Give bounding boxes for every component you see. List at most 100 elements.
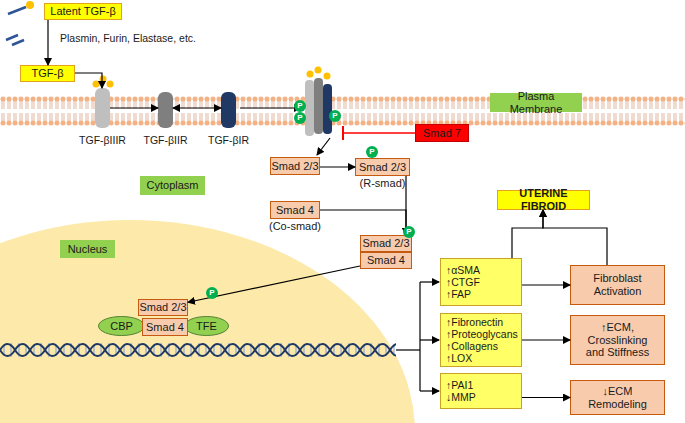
- node-text: UTERINE FIBROID: [498, 187, 589, 212]
- activation-arrow: [240, 107, 301, 108]
- node-text: Smad 4: [276, 204, 314, 217]
- region-label: Cytoplasm: [140, 176, 205, 195]
- gene-box: ↑PAI1↓MMP: [440, 373, 522, 409]
- connector-arrow: [75, 73, 102, 88]
- node-text: TFE: [196, 320, 217, 333]
- ligand-dot: [324, 73, 331, 80]
- node-text: ↑CTGF: [446, 276, 480, 288]
- node-text: Smad 7: [423, 127, 461, 140]
- ligand-dot: [315, 67, 322, 74]
- phosphate-label: P: [294, 100, 306, 112]
- phosphate-label: P: [329, 110, 341, 122]
- protein-box: Smad 4(Co-smad): [270, 201, 320, 219]
- node-text: ↑LOX: [446, 352, 472, 364]
- dna-helix: [0, 340, 396, 360]
- outcome-box: ↓ECM Remodeling: [570, 380, 665, 415]
- connector-arrow: [522, 284, 570, 285]
- phosphate-label: P: [294, 112, 306, 124]
- protein-box: Smad 2/3: [270, 157, 320, 175]
- connector-arrow: [47, 20, 48, 65]
- phosphate-label: P: [206, 287, 218, 299]
- connector-arrow: [522, 397, 570, 398]
- receptor-shape: [95, 88, 110, 128]
- receptor: TGF-βIIR: [158, 92, 173, 128]
- receptor-complex: [314, 78, 323, 134]
- protein-box: Smad 4: [360, 252, 412, 269]
- receptor-label: TGF-βIR: [186, 134, 271, 146]
- node-text: ↑FAP: [446, 288, 471, 300]
- protein-box: Smad 4: [142, 318, 188, 336]
- receptor-shape: [221, 92, 236, 128]
- gene-box: ↑αSMA↑CTGF↑FAP: [440, 258, 522, 306]
- connector-arrow: [188, 266, 360, 302]
- gene-box: ↑Fibronectin↑Proteoglycans↑Collagens↑LOX: [440, 313, 522, 367]
- inhibitor-box: Smad 7: [415, 124, 469, 142]
- node-text: ↓ECM Remodeling: [581, 385, 654, 410]
- cleaved-latent: [12, 40, 24, 45]
- node-text: ↓MMP: [446, 391, 476, 403]
- connector-arrow: [522, 339, 570, 340]
- transcription-line: [419, 282, 420, 391]
- connector-arrow: [543, 210, 607, 265]
- protein-box: Smad 2/3: [138, 299, 188, 316]
- node-text: Latent TGF-β: [50, 5, 115, 18]
- node-text: Smad 2/3: [271, 160, 318, 173]
- connector-arrow: [320, 210, 406, 235]
- node-text: ↑Collagens: [446, 340, 498, 352]
- receptor-label: TGF-βIIR: [123, 134, 208, 146]
- receptor-complex: [305, 80, 314, 136]
- node-text: ↑ECM, Crosslinking and Stiffness: [581, 321, 654, 359]
- connector-arrow: [110, 107, 158, 108]
- node-text: Plasma Membrane: [491, 90, 581, 115]
- cofactor-ellipse: CBP: [98, 316, 145, 336]
- receptor-complex: [323, 84, 332, 134]
- receptor-shape: [95, 88, 110, 128]
- ligand-dot: [93, 81, 100, 88]
- role-label: (Co-smad): [236, 220, 354, 233]
- connector-arrow: [173, 107, 221, 108]
- node-text: CBP: [110, 320, 133, 333]
- receptor-shape: [158, 92, 173, 128]
- ligand-box: TGF-β: [20, 65, 75, 82]
- node-text: Smad 2/3: [359, 161, 406, 174]
- outcome-box: ↑ECM, Crosslinking and Stiffness: [570, 315, 665, 365]
- phosphate-label: P: [366, 146, 378, 158]
- ellipse-outline: [99, 317, 145, 336]
- transcription-arrow: [420, 281, 439, 282]
- region-label: Nucleus: [60, 240, 115, 258]
- receptor: TGF-βIIIR: [95, 88, 110, 128]
- node-text: ↑Proteoglycans: [446, 328, 518, 340]
- node-text: Smad 2/3: [362, 237, 409, 250]
- ligand-dot: [107, 81, 114, 88]
- role-label: (R-smad): [321, 177, 444, 190]
- ligand-dot: [26, 1, 34, 9]
- region-label: Plasma Membrane: [490, 93, 582, 112]
- receptor-label: TGF-βIIIR: [60, 134, 145, 146]
- node-text: ↑PAI1: [446, 379, 473, 391]
- protein-box: Smad 2/3: [360, 235, 412, 252]
- outcome-box: Fibroblast Activation: [570, 265, 665, 305]
- inhibition-line: [343, 132, 415, 134]
- node-text: TGF-β: [32, 67, 64, 80]
- node-text: Smad 4: [146, 321, 184, 334]
- connector-arrow: [320, 166, 355, 167]
- transcription-line: [396, 349, 420, 350]
- receptor: TGF-βIR: [221, 92, 236, 128]
- latent-complex: [8, 7, 26, 14]
- protein-box: Smad 2/3(R-smad): [355, 158, 410, 176]
- node-text: Nucleus: [68, 243, 108, 256]
- receptor-shape: [158, 92, 173, 128]
- cleaved-latent: [6, 35, 18, 40]
- transcription-arrow: [420, 390, 439, 391]
- connector-arrow: [512, 210, 543, 258]
- edge-label: Plasmin, Furin, Elastase, etc.: [60, 32, 196, 44]
- node-text: Smad 2/3: [139, 301, 186, 314]
- ligand-dot: [100, 76, 107, 83]
- cofactor-ellipse: TFE: [184, 316, 229, 336]
- node-text: ↑αSMA: [446, 264, 480, 276]
- node-text: Cytoplasm: [147, 179, 199, 192]
- receptor-shape: [221, 92, 236, 128]
- ligand-dot: [307, 71, 314, 78]
- node-text: Smad 4: [367, 254, 405, 267]
